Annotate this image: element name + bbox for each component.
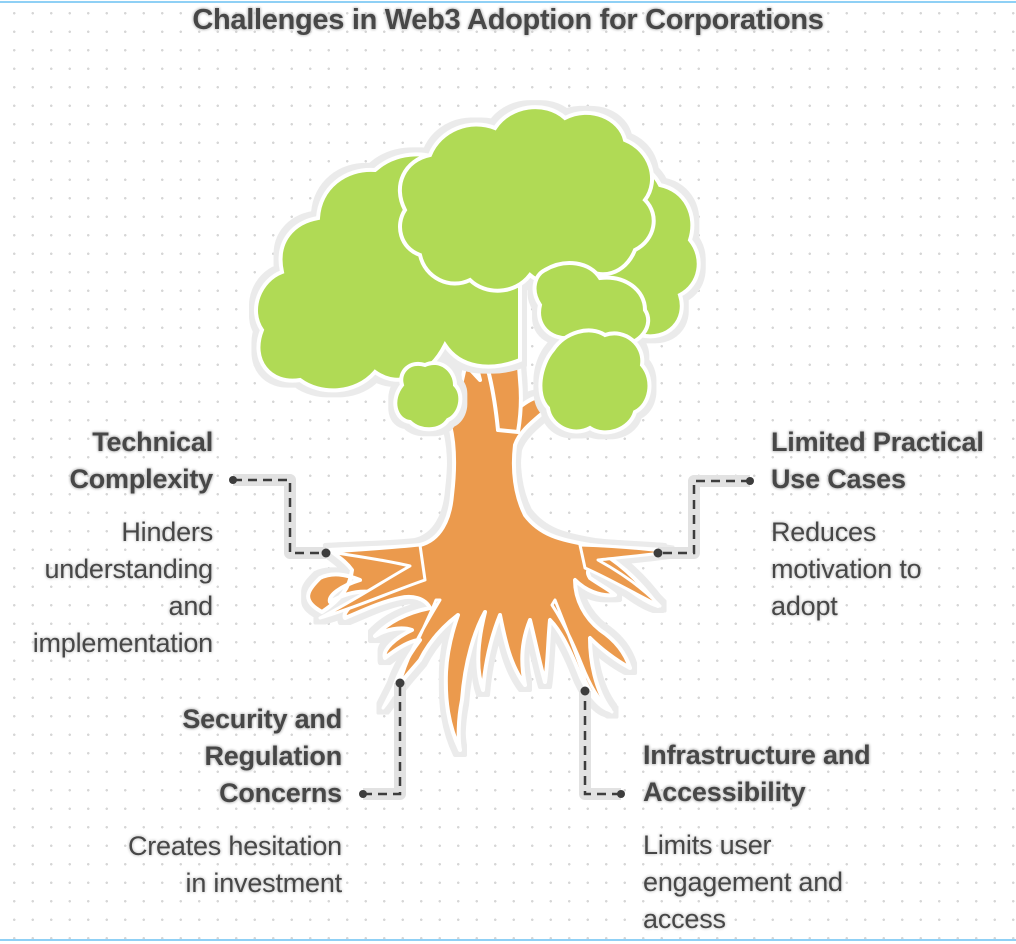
challenge-title-line: Complexity [69,464,213,494]
challenge-description: Limits user engagement and access [643,827,943,938]
challenge-title-line: Regulation [204,741,343,771]
challenge-description: Hinders understanding and implementation [0,514,213,662]
diagram-title: Challenges in Web3 Adoption for Corporat… [192,4,824,36]
challenge-description-line: understanding [44,554,213,584]
root-bottom-right [550,598,614,714]
connector-security [359,678,406,800]
challenge-description-line: Hinders [121,517,213,547]
challenge-limited-practical-use-cases: Limited Practical Use Cases Reduces moti… [771,424,1016,625]
challenge-title-line: Concerns [219,778,342,808]
challenge-title-line: Infrastructure and [643,740,871,770]
trunk [306,290,662,752]
challenge-title-line: Accessibility [643,777,806,807]
foliage [254,105,701,435]
challenge-description: Reduces motivation to adopt [771,514,1016,625]
challenge-title-line: Limited Practical [771,427,984,457]
challenge-security-and-regulation: Security and Regulation Concerns Creates… [42,701,342,902]
foliage-center-cloud [397,105,656,293]
foliage-small-right-bush [538,328,652,435]
challenge-title: Limited Practical Use Cases [771,424,1016,498]
challenge-description-line: access [643,904,726,934]
challenge-description-line: implementation [32,628,213,658]
challenge-description: Creates hesitation in investment [42,828,342,902]
challenge-title: Technical Complexity [0,424,213,498]
challenge-description-line: motivation to [771,554,922,584]
connector-limited [653,475,754,559]
connector-limited-start-dot [746,477,754,485]
foliage-small-left-bush [393,361,463,432]
challenge-description-line: Creates hesitation [127,831,342,861]
challenge-title: Infrastructure and Accessibility [643,737,943,811]
challenge-title: Security and Regulation Concerns [42,701,342,812]
connectors [229,474,754,800]
challenge-description-line: and [168,591,214,621]
connector-infrastructure-start-dot [617,790,625,798]
challenge-description-line: Reduces [771,517,877,547]
challenge-title-line: Technical [92,427,213,457]
frame-bottom-border [0,939,1016,941]
challenge-title-line: Security and [182,704,342,734]
challenge-technical-complexity: Technical Complexity Hinders understandi… [0,424,213,662]
challenge-description-line: engagement and [643,867,843,897]
root-left-long [318,543,427,620]
connector-limited-end-dot [653,548,663,558]
connector-security-end-dot [395,678,405,688]
challenge-infrastructure-and-accessibility: Infrastructure and Accessibility Limits … [643,737,943,938]
challenge-description-line: Limits user [643,830,772,860]
challenge-description-line: adopt [771,591,838,621]
connector-technical-start-dot [229,476,237,484]
connector-infrastructure [579,686,625,800]
connector-infrastructure-end-dot [580,686,590,696]
challenge-title-line: Use Cases [771,464,906,494]
connector-security-start-dot [359,790,367,798]
challenge-description-line: in investment [185,868,343,898]
frame-top-border [0,1,1016,3]
connector-technical-end-dot [321,548,331,558]
connector-technical [229,474,331,559]
